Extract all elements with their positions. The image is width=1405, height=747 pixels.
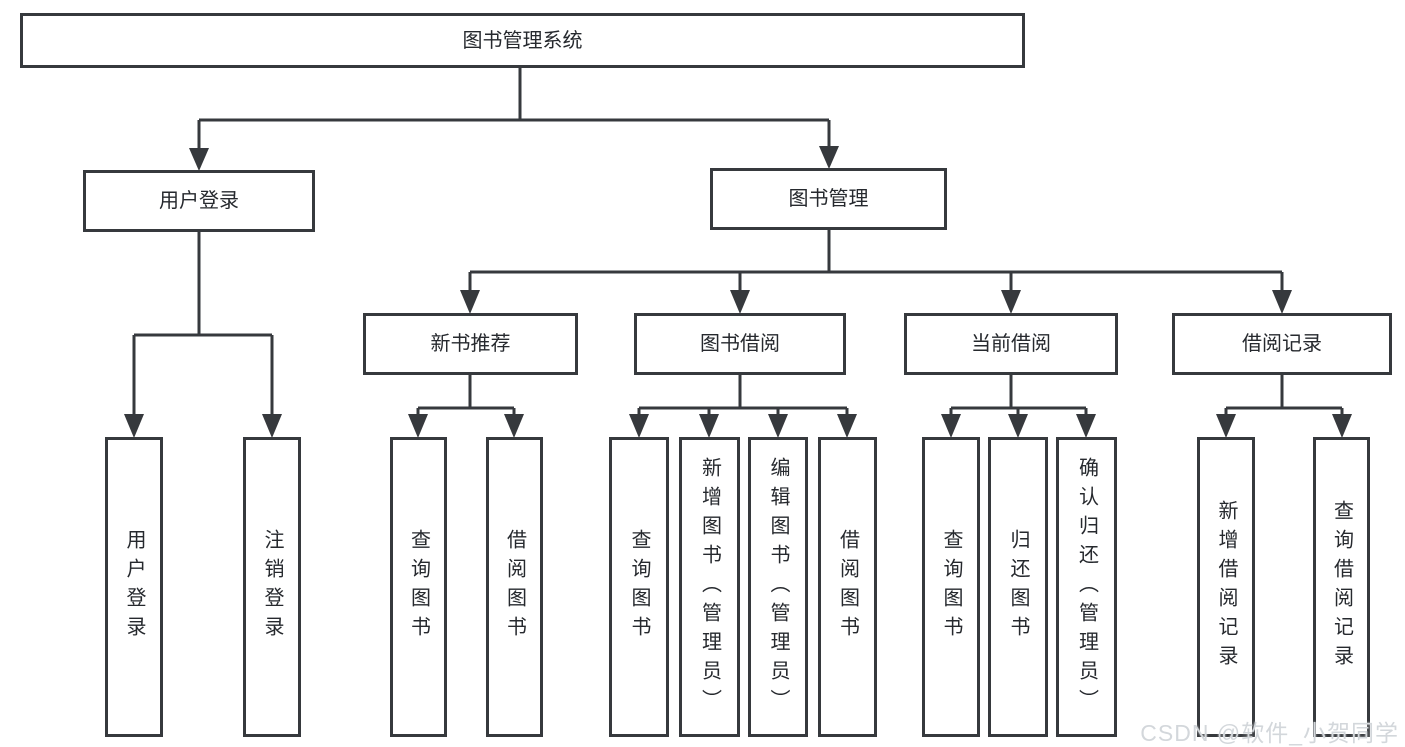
leaf-current-confirm-return-admin: 确认归还（管理员） xyxy=(1056,437,1117,737)
node-current-borrow: 当前借阅 xyxy=(904,313,1118,375)
leaf-borrow-query-books: 查询图书 xyxy=(609,437,669,737)
node-book-management-label: 图书管理 xyxy=(788,188,869,210)
node-borrow-records-label: 借阅记录 xyxy=(1242,333,1322,355)
leaf-logout-label: 注销登录 xyxy=(261,529,283,645)
node-book-borrow-label: 图书借阅 xyxy=(700,333,780,355)
leaf-borrow-query-books-label: 查询图书 xyxy=(628,529,650,645)
leaf-current-return-books-label: 归还图书 xyxy=(1007,529,1029,645)
leaf-recommend-borrow-books-label: 借阅图书 xyxy=(503,529,526,645)
leaf-records-query-record: 查询借阅记录 xyxy=(1313,437,1370,737)
leaf-recommend-query-books: 查询图书 xyxy=(390,437,447,737)
node-borrow-records: 借阅记录 xyxy=(1172,313,1392,375)
node-new-book-recommend-label: 新书推荐 xyxy=(430,333,511,355)
leaf-borrow-borrow-books-label: 借阅图书 xyxy=(836,529,859,645)
node-current-borrow-label: 当前借阅 xyxy=(971,333,1051,355)
leaf-current-return-books: 归还图书 xyxy=(988,437,1048,737)
leaf-current-query-books: 查询图书 xyxy=(922,437,980,737)
leaf-borrow-borrow-books: 借阅图书 xyxy=(818,437,877,737)
leaf-borrow-edit-books-admin-label: 编辑图书（管理员） xyxy=(767,456,789,718)
node-user-login-label: 用户登录 xyxy=(159,190,239,212)
leaf-current-query-books-label: 查询图书 xyxy=(940,529,962,645)
node-library-system: 图书管理系统 xyxy=(20,13,1025,68)
leaf-recommend-query-books-label: 查询图书 xyxy=(407,529,430,645)
leaf-records-add-record-label: 新增借阅记录 xyxy=(1215,500,1237,674)
node-user-login: 用户登录 xyxy=(83,170,315,232)
leaf-recommend-borrow-books: 借阅图书 xyxy=(486,437,543,737)
node-new-book-recommend: 新书推荐 xyxy=(363,313,578,375)
leaf-borrow-add-books-admin: 新增图书（管理员） xyxy=(679,437,740,737)
leaf-borrow-add-books-admin-label: 新增图书（管理员） xyxy=(698,456,721,718)
node-library-system-label: 图书管理系统 xyxy=(462,29,583,52)
leaf-records-query-record-label: 查询借阅记录 xyxy=(1330,500,1353,674)
csdn-watermark: CSDN @软件_小贺同学 xyxy=(1140,720,1399,746)
leaf-user-login-label: 用户登录 xyxy=(123,529,145,645)
leaf-logout: 注销登录 xyxy=(243,437,301,737)
leaf-borrow-edit-books-admin: 编辑图书（管理员） xyxy=(748,437,808,737)
leaf-current-confirm-return-admin-label: 确认归还（管理员） xyxy=(1075,456,1098,718)
leaf-records-add-record: 新增借阅记录 xyxy=(1197,437,1255,737)
node-book-management: 图书管理 xyxy=(710,168,947,230)
leaf-user-login: 用户登录 xyxy=(105,437,163,737)
node-book-borrow: 图书借阅 xyxy=(634,313,846,375)
